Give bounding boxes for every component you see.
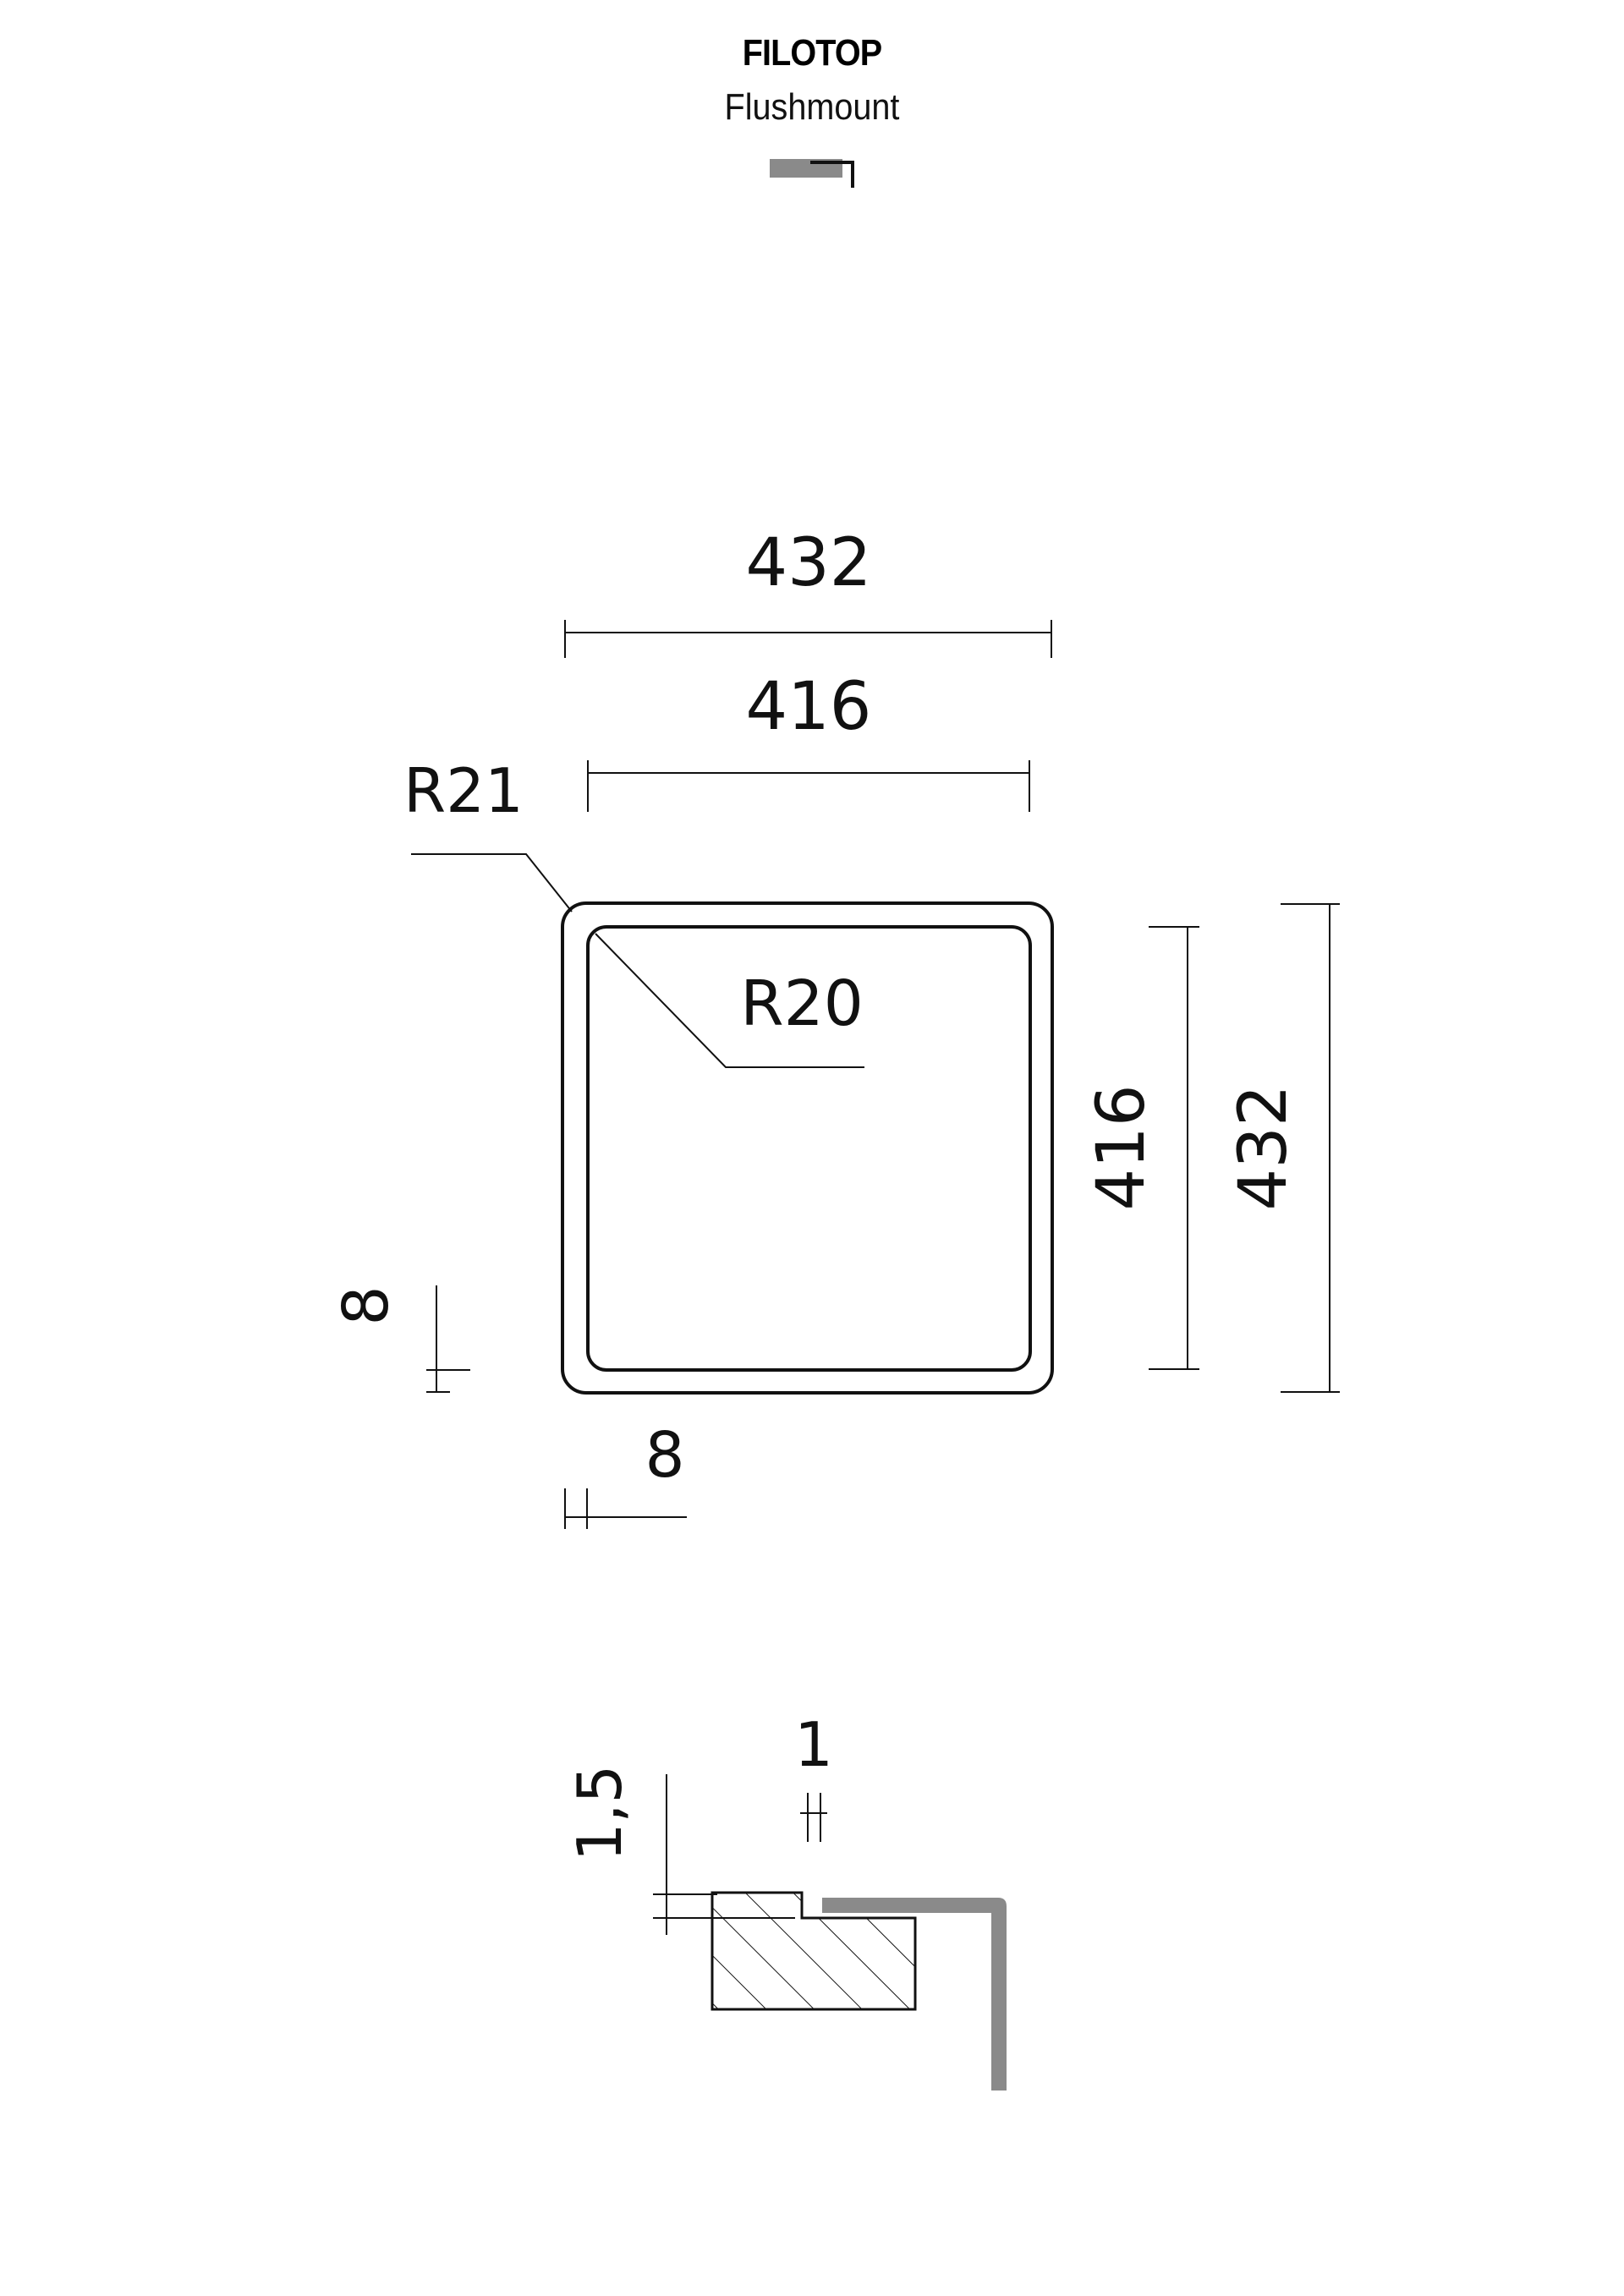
outer-outline	[561, 901, 1054, 1395]
dimension-inner-width: 416	[587, 669, 1030, 812]
inner-outline	[586, 925, 1032, 1372]
section-detail: 1,5 1	[564, 1709, 1007, 2091]
dimension-inner-height: 416	[1084, 926, 1199, 1370]
inner-radius-label: R20	[740, 967, 864, 1040]
outer-width-label: 432	[746, 525, 872, 601]
flushmount-profile-icon	[770, 159, 854, 188]
dimension-rim-horizontal: 8	[564, 1419, 687, 1529]
mount-type-subtitle: Flushmount	[724, 86, 900, 128]
dimension-rim-vertical: 8	[330, 1285, 470, 1393]
outer-height-label: 432	[1226, 1085, 1302, 1211]
dimension-outer-width: 432	[564, 525, 1052, 658]
countertop-section	[710, 1891, 917, 2011]
rim-horizontal-label: 8	[645, 1419, 684, 1492]
outer-radius-callout: R21	[403, 755, 573, 912]
outer-radius-label: R21	[403, 755, 524, 826]
depth-label: 1,5	[564, 1765, 635, 1862]
sink-plan-view	[561, 901, 1054, 1395]
product-title: FILOTOP	[742, 32, 882, 74]
inner-height-label: 416	[1084, 1085, 1160, 1211]
dimension-outer-height: 432	[1226, 903, 1340, 1393]
inner-radius-callout: R20	[595, 933, 864, 1068]
inner-width-label: 416	[746, 669, 872, 745]
rim-vertical-label: 8	[330, 1285, 403, 1325]
offset-label: 1	[794, 1709, 833, 1780]
